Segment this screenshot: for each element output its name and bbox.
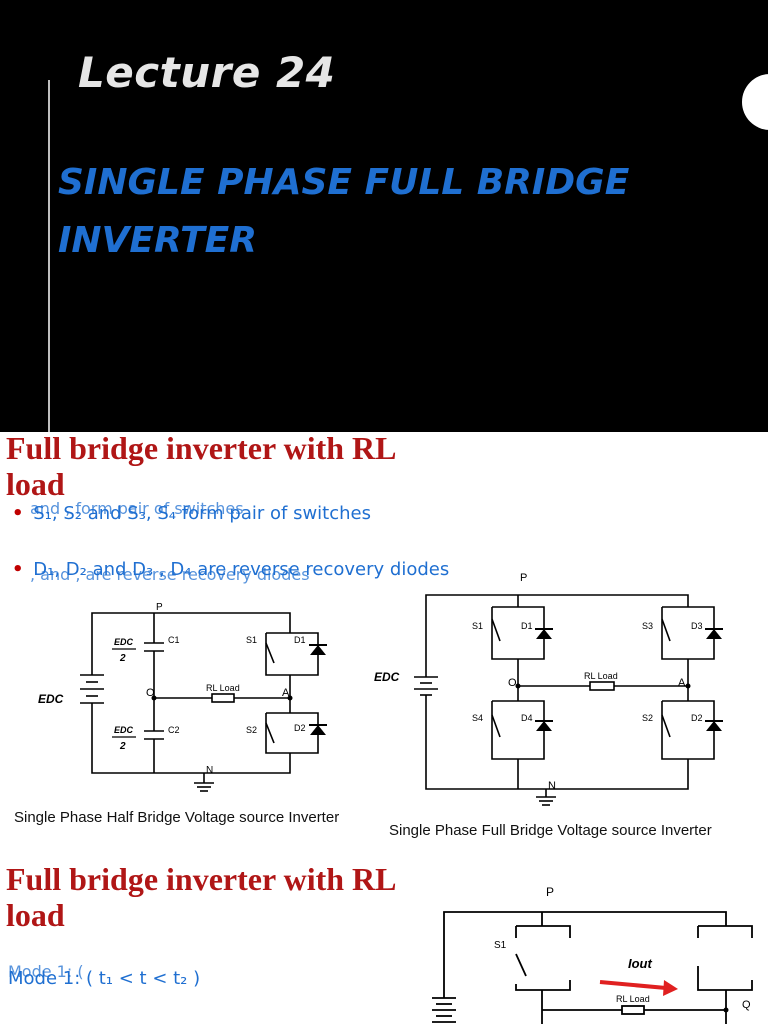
fb-d2-label: D2 — [691, 713, 703, 723]
m1-node-p: P — [546, 885, 554, 899]
fb-node-p: P — [520, 572, 527, 584]
fb-node-a: A — [678, 677, 686, 689]
hb-cap-bottom-denominator: 2 — [119, 741, 126, 752]
hb-d1-label: D1 — [294, 635, 306, 645]
slide-title-line2: INVERTER — [58, 220, 257, 261]
hb-source-label: EDC — [38, 692, 64, 706]
fb-node-o: O — [508, 677, 517, 689]
hb-cap-bottom-numerator: EDC — [114, 725, 134, 735]
half-bridge-circuit-diagram: P N O A RL Load C1 C2 S1 S2 D1 D2 EDC ED… — [38, 602, 327, 792]
bullet1-overlay-text: and , form pair of switches — [30, 499, 244, 518]
bullet2-overlay-text: , and , are reverse recovery diodes — [30, 565, 310, 584]
hb-node-a: A — [282, 687, 290, 699]
fb-load-label: RL Load — [584, 671, 618, 681]
fb-d4-label: D4 — [521, 713, 533, 723]
bullet-diodes: • D₁, D₂ and D₃ , D₄ are reverse recover… — [12, 559, 450, 584]
mode1-circuit-diagram: P S1 RL Load Q Iout — [432, 885, 753, 1024]
slide2-heading-line1: Full bridge inverter with RL — [6, 430, 397, 466]
slide2-heading-line2: load — [6, 466, 65, 502]
fb-s1-label: S1 — [472, 621, 483, 631]
hb-c1-label: C1 — [168, 635, 180, 645]
m1-node-q: Q — [742, 999, 751, 1011]
half-bridge-caption: Single Phase Half Bridge Voltage source … — [14, 809, 340, 826]
fb-source-label: EDC — [374, 670, 400, 684]
slide-title: SINGLE PHASE FULL BRIDGE INVERTER — [58, 154, 698, 270]
fb-node-n: N — [548, 780, 556, 792]
bullet-switch-pairs: • S₁, S₂ and S₃, S₄ form pair of switche… — [12, 499, 371, 524]
slide-title-line1: SINGLE PHASE FULL BRIDGE — [58, 162, 630, 203]
fb-s4-label: S4 — [472, 713, 483, 723]
title-slide: Lecture 24 SINGLE PHASE FULL BRIDGE INVE… — [0, 0, 768, 432]
mode-1-label: Mode 1: ( t₁ < t < t₂ ) Mode 1: ( — [8, 962, 201, 989]
bullet2-text: D₁, D₂ and D₃ , D₄ are reverse recovery … — [33, 559, 450, 580]
fb-s2-label: S2 — [642, 713, 653, 723]
fb-d3-label: D3 — [691, 621, 703, 631]
hb-load-label: RL Load — [206, 683, 240, 693]
hb-s1-label: S1 — [246, 635, 257, 645]
hb-c2-label: C2 — [168, 725, 180, 735]
fb-s3-label: S3 — [642, 621, 653, 631]
hb-cap-top-denominator: 2 — [119, 653, 126, 664]
bullet1-text: S₁, S₂ and S₃, S₄ form pair of switches — [33, 503, 371, 524]
slide3-heading-line1: Full bridge inverter with RL — [6, 861, 397, 897]
decorative-vertical-line — [48, 80, 50, 432]
hb-node-n: N — [206, 765, 213, 776]
fb-d1-label: D1 — [521, 621, 533, 631]
hb-node-o: O — [146, 687, 155, 699]
full-bridge-circuit-diagram: P N O A RL Load S1 D1 S3 D3 S4 D4 S2 D2 … — [374, 572, 723, 806]
m1-load-label: RL Load — [616, 994, 650, 1004]
output-current-label: Iout — [628, 956, 652, 971]
hb-node-p: P — [156, 602, 163, 613]
bullet-dot: • — [12, 503, 24, 524]
mode-1-overlay-text: Mode 1: ( — [8, 962, 84, 981]
slide2-heading: Full bridge inverter with RL load — [6, 430, 466, 502]
hb-s2-label: S2 — [246, 725, 257, 735]
hb-d2-label: D2 — [294, 723, 306, 733]
slide3-heading: Full bridge inverter with RL load — [6, 861, 466, 933]
decorative-circle — [742, 74, 768, 130]
full-bridge-caption: Single Phase Full Bridge Voltage source … — [389, 822, 712, 839]
slide3-heading-line2: load — [6, 897, 65, 933]
m1-s1-label: S1 — [494, 940, 507, 951]
hb-cap-top-numerator: EDC — [114, 637, 134, 647]
bullet-dot: • — [12, 559, 24, 580]
mode-1-text: Mode 1: ( t₁ < t < t₂ ) — [8, 968, 201, 989]
lecture-number: Lecture 24 — [78, 48, 336, 97]
